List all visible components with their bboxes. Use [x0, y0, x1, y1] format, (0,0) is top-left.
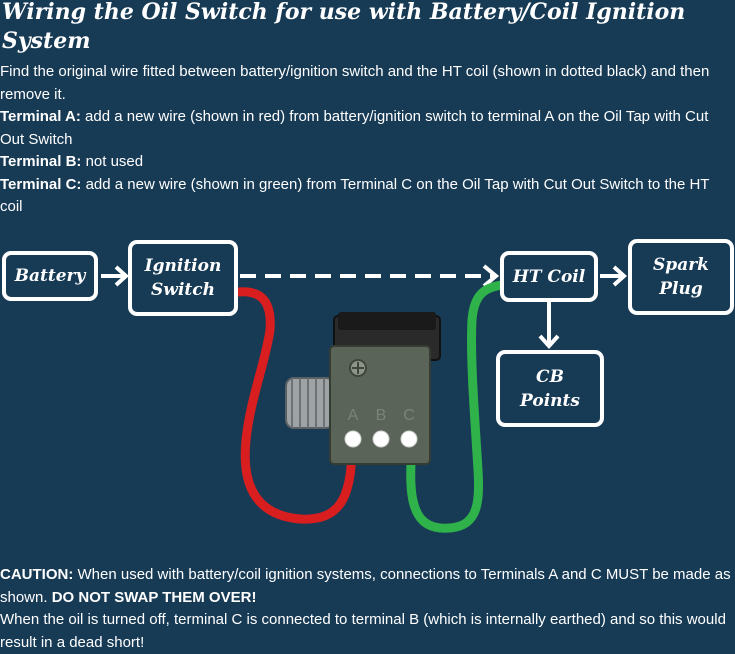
red-wire — [233, 287, 357, 524]
terminal-c-text: add a new wire (shown in green) from Ter… — [0, 175, 710, 216]
arrow-battery-to-switch-head — [114, 265, 129, 287]
instruction-terminal-b: Terminal B: not used — [0, 151, 735, 174]
instruction-terminal-c: Terminal C: add a new wire (shown in gre… — [0, 174, 735, 219]
green-wire — [406, 280, 508, 533]
caution-text: When used with battery/coil ignition sys… — [0, 566, 731, 606]
terminal-b-screw — [372, 430, 390, 448]
terminal-c-label: Terminal C: — [0, 175, 82, 193]
cb-points-box: CB Points — [496, 350, 604, 427]
terminal-a-label: Terminal A: — [0, 108, 81, 125]
terminal-c-screw — [400, 430, 418, 448]
caution-label: CAUTION: — [0, 566, 74, 583]
switch-threaded-stem — [285, 377, 335, 429]
arrow-coil-to-plug-head — [612, 265, 627, 287]
ht-coil-box: HT Coil — [500, 251, 598, 302]
removed-wire-arrowhead — [482, 264, 500, 288]
switch-top-cover — [338, 312, 436, 330]
terminal-b-label: Terminal B: — [0, 153, 82, 170]
caution-notice: CAUTION: When used with battery/coil ign… — [0, 564, 735, 654]
ignition-switch-box: Ignition Switch — [128, 240, 238, 316]
terminal-a-screw — [344, 430, 362, 448]
caution-paragraph: CAUTION: When used with battery/coil ign… — [0, 564, 735, 609]
terminal-letter-c: C — [403, 407, 415, 424]
instruction-terminal-a: Terminal A: add a new wire (shown in red… — [0, 106, 735, 151]
wiring-diagram: A B C — [101, 264, 627, 533]
terminal-a-text: add a new wire (shown in red) from batte… — [0, 108, 709, 148]
battery-box: Battery — [2, 251, 98, 301]
caution-explanation: When the oil is turned off, terminal C i… — [0, 611, 726, 651]
instructions: Find the original wire fitted between ba… — [0, 61, 735, 219]
instruction-remove-wire: Find the original wire fitted between ba… — [0, 63, 710, 103]
arrow-coil-to-points-head — [538, 334, 560, 349]
spark-plug-box: Spark Plug — [628, 239, 734, 315]
terminal-b-text: not used — [81, 153, 144, 170]
caution-emphasis: DO NOT SWAP THEM OVER! — [51, 588, 257, 606]
terminal-letter-b: B — [376, 407, 387, 424]
page-title: Wiring the Oil Switch for use with Batte… — [2, 0, 686, 54]
oil-tap-switch: A B C — [285, 312, 441, 465]
terminal-letter-a: A — [348, 407, 359, 424]
